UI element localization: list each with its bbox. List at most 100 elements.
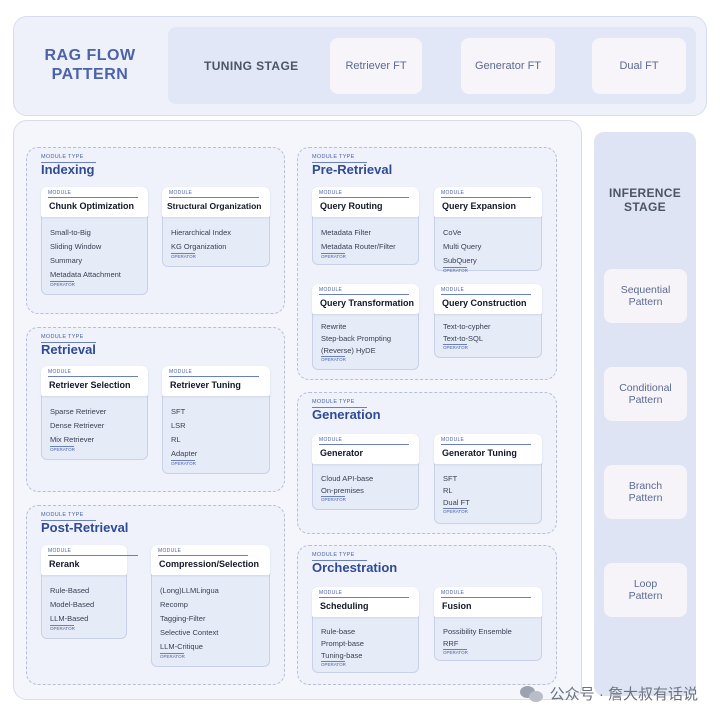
pattern-title: RAG FLOW PATTERN [30, 46, 150, 84]
operator-item: Cloud API-base [321, 474, 374, 483]
operator-list: SFT LSR RL Adapter OPERATOR [171, 405, 265, 466]
module-name: Structural Organization [167, 201, 262, 211]
operator-tag: OPERATOR [160, 653, 265, 659]
module-tag: MODULE [319, 437, 410, 445]
module-chunk-optimization: MODULE Chunk Optimization Small-to-Big S… [41, 187, 148, 295]
module-tag: MODULE [441, 287, 532, 295]
module-fusion: MODULE Fusion Possibility Ensemble RRF O… [434, 587, 542, 661]
operator-list: SFT RL Dual FT OPERATOR [443, 473, 537, 514]
operator-item: (Long)LLMLingua [160, 586, 219, 595]
module-retriever-tuning: MODULE Retriever Tuning SFT LSR RL Adapt… [162, 366, 270, 474]
operator-list: Rule-Based Model-Based LLM-Based OPERATO… [50, 584, 122, 631]
module-tag: MODULE [169, 369, 260, 377]
module-header: MODULE Rerank [41, 545, 139, 575]
operator-list: Metadata Filter Metadata Router/Filter O… [321, 226, 414, 259]
module-header: MODULE Fusion [434, 587, 542, 617]
pattern-line: Pattern [628, 296, 663, 308]
operator-item: Selective Context [160, 628, 219, 637]
operator-tag: OPERATOR [443, 508, 537, 514]
operator-item: On-premises [321, 486, 364, 495]
module-header: MODULE Scheduling [312, 587, 419, 617]
module-retriever-selection: MODULE Retriever Selection Sparse Retrie… [41, 366, 148, 460]
operator-item: Small-to-Big [50, 228, 91, 237]
pattern-line: Loop [633, 578, 658, 590]
operator-item: CoVe [443, 228, 462, 237]
module-query-transformation: MODULE Query Transformation Rewrite Step… [312, 284, 419, 370]
module-type-tag: MODULE TYPE [41, 334, 96, 343]
pattern-line: Sequential [620, 284, 671, 296]
module-query-construction: MODULE Query Construction Text-to-cypher… [434, 284, 542, 358]
operator-list: Rewrite Step-back Prompting (Reverse) Hy… [321, 321, 414, 362]
operator-tag: OPERATOR [50, 281, 143, 287]
pattern-line: Conditional [619, 382, 672, 394]
operator-item: Metadata Attachment [50, 270, 121, 279]
operator-tag: OPERATOR [50, 446, 143, 452]
module-name: Retriever Tuning [170, 380, 241, 390]
tuning-item-generator-ft: Generator FT [461, 38, 555, 94]
operator-tag: OPERATOR [50, 625, 122, 631]
module-name: Query Expansion [442, 201, 517, 211]
module-header: MODULE Query Transformation [312, 284, 419, 314]
module-query-routing: MODULE Query Routing Metadata Filter Met… [312, 187, 419, 265]
operator-item: Rule-base [321, 627, 356, 636]
module-name: Chunk Optimization [49, 201, 134, 211]
wechat-icon [519, 684, 544, 704]
operator-item: Rewrite [321, 322, 347, 331]
operator-tag: OPERATOR [321, 356, 414, 362]
operator-tag: OPERATOR [171, 253, 265, 259]
operator-item: Sparse Retriever [50, 407, 107, 416]
operator-item: Tagging-Filter [160, 614, 206, 623]
inference-title-line1: INFERENCE [608, 186, 682, 200]
pattern-line: Pattern [628, 394, 663, 406]
module-type-title: Post-Retrieval [41, 520, 129, 535]
watermark: 公众号 · 詹大叔有话说 [519, 683, 698, 704]
module-name: Query Transformation [320, 298, 415, 308]
operator-list: Hierarchical Index KG Organization OPERA… [171, 226, 265, 259]
module-name: Fusion [442, 601, 472, 611]
module-compression-selection: MODULE Compression/Selection (Long)LLMLi… [151, 545, 270, 667]
module-header: MODULE Structural Organization [162, 187, 270, 217]
operator-item: LLM-Critique [160, 642, 203, 651]
module-generator-tuning: MODULE Generator Tuning SFT RL Dual FT O… [434, 434, 542, 524]
operator-item: Multi Query [443, 242, 482, 251]
module-header: MODULE Generator [312, 434, 419, 464]
operator-item: KG Organization [171, 242, 227, 251]
operator-item: Prompt-base [321, 639, 364, 648]
operator-tag: OPERATOR [321, 253, 414, 259]
operator-item: RL [443, 486, 453, 495]
module-header: MODULE Query Construction [434, 284, 542, 314]
module-type-title: Generation [312, 407, 381, 422]
module-tag: MODULE [441, 437, 532, 445]
module-name: Rerank [49, 559, 80, 569]
module-name: Compression/Selection [159, 559, 260, 569]
operator-tag: OPERATOR [443, 649, 537, 655]
module-header: MODULE Query Routing [312, 187, 419, 217]
module-name: Retriever Selection [49, 380, 131, 390]
operator-list: Cloud API-base On-premises OPERATOR [321, 473, 414, 502]
module-type-title: Indexing [41, 162, 95, 177]
operator-item: Recomp [160, 600, 188, 609]
module-type-tag: MODULE TYPE [312, 154, 367, 163]
module-name: Query Construction [442, 298, 527, 308]
module-type-title: Pre-Retrieval [312, 162, 393, 177]
operator-tag: OPERATOR [321, 496, 414, 502]
module-header: MODULE Compression/Selection [151, 545, 270, 575]
module-tag: MODULE [48, 369, 139, 377]
tuning-item-dual-ft: Dual FT [592, 38, 686, 94]
module-type-title: Retrieval [41, 342, 96, 357]
module-header: MODULE Query Expansion [434, 187, 542, 217]
module-tag: MODULE [319, 287, 410, 295]
operator-tag: OPERATOR [171, 460, 265, 466]
module-tag: MODULE [169, 190, 260, 198]
module-header: MODULE Chunk Optimization [41, 187, 148, 217]
module-query-expansion: MODULE Query Expansion CoVe Multi Query … [434, 187, 542, 273]
inference-stage-title: INFERENCE STAGE [594, 186, 696, 214]
module-name: Generator Tuning [442, 448, 517, 458]
operator-list: Text-to-cypher Text-to-SQL OPERATOR [443, 321, 537, 350]
operator-item: Possibility Ensemble [443, 627, 512, 636]
operator-item: LLM-Based [50, 614, 89, 623]
operator-tag: OPERATOR [443, 267, 537, 273]
operator-item: Metadata Router/Filter [321, 242, 396, 251]
